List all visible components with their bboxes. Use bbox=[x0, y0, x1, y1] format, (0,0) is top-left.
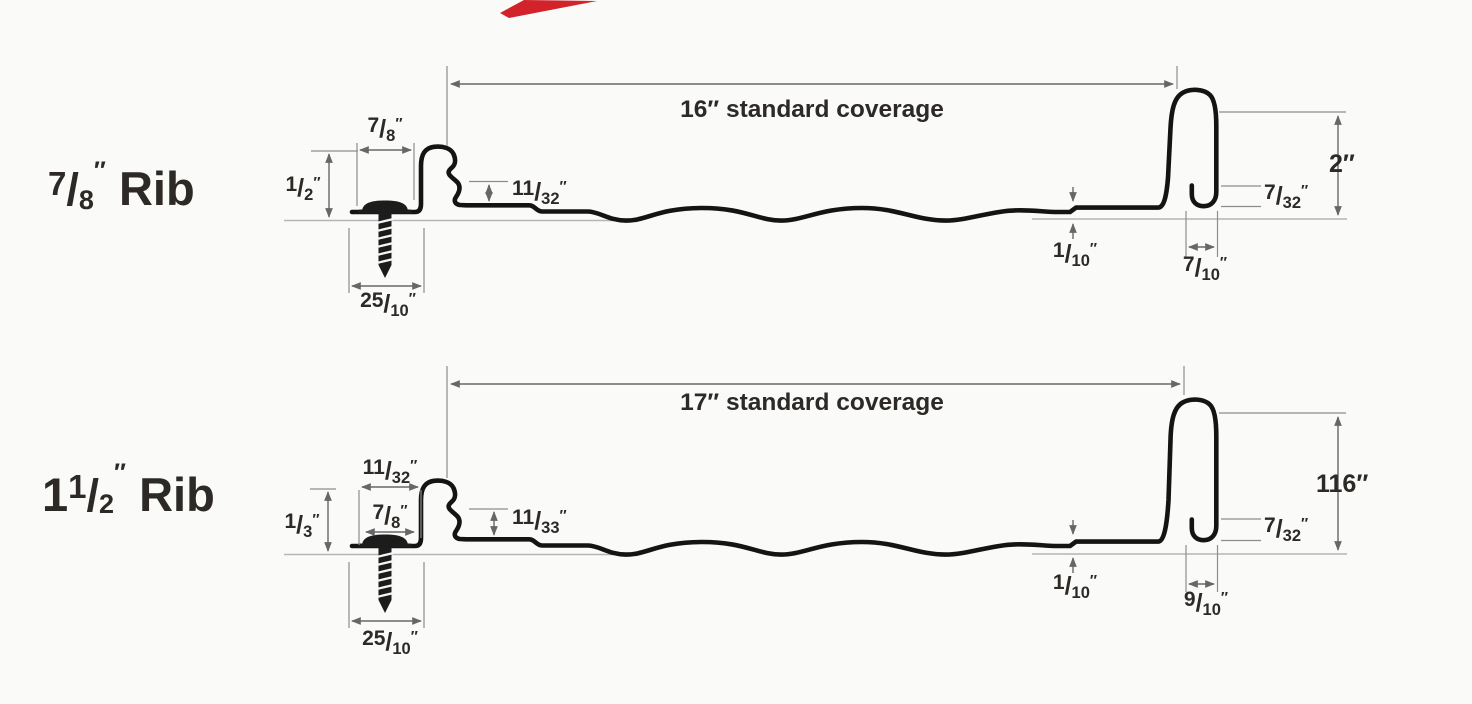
pan-step-label: 1/10″ bbox=[1053, 571, 1097, 602]
rib-width-label: 9/10″ bbox=[1184, 588, 1228, 619]
panel-profile-path bbox=[349, 397, 1219, 557]
diagram-seven-eighths-rib: 7/8″ Rib 16″ standard coverage 7/8″ bbox=[48, 66, 1355, 320]
ledge-drop-label: 11/33″ bbox=[512, 506, 567, 537]
red-logo-fragment-icon bbox=[500, 0, 597, 18]
flange-width-label: 7/8″ bbox=[367, 114, 402, 145]
coverage-label: 16″ standard coverage bbox=[680, 96, 944, 123]
fastener-screw-icon bbox=[358, 534, 412, 613]
pan-step-label: 1/10″ bbox=[1053, 239, 1097, 270]
clip-width-label: 11/32″ bbox=[363, 456, 418, 487]
rib-height-label: 116″ bbox=[1316, 470, 1368, 498]
rib-height-label: 2″ bbox=[1329, 150, 1355, 178]
fastener-screw-icon bbox=[358, 200, 412, 278]
flange-width-label: 7/8″ bbox=[372, 501, 407, 532]
coverage-label: 17″ standard coverage bbox=[680, 389, 944, 416]
profile-title: 11/2″ Rib bbox=[42, 459, 215, 521]
hem-height-label: 7/32″ bbox=[1264, 514, 1308, 545]
diagram-one-and-half-rib: 11/2″ Rib 17″ standard coverage 11/32 bbox=[42, 366, 1368, 658]
fastener-width-label: 25/10″ bbox=[362, 627, 418, 658]
seam-height-label: 1/3″ bbox=[284, 510, 319, 541]
hem-height-label: 7/32″ bbox=[1264, 181, 1308, 212]
rib-width-label: 7/10″ bbox=[1183, 253, 1227, 284]
ledge-drop-label: 11/32″ bbox=[512, 177, 567, 208]
fastener-width-label: 25/10″ bbox=[360, 289, 416, 320]
panel-profile-path bbox=[349, 87, 1219, 223]
seam-height-label: 1/2″ bbox=[285, 173, 320, 204]
profile-title: 7/8″ Rib bbox=[48, 157, 195, 215]
